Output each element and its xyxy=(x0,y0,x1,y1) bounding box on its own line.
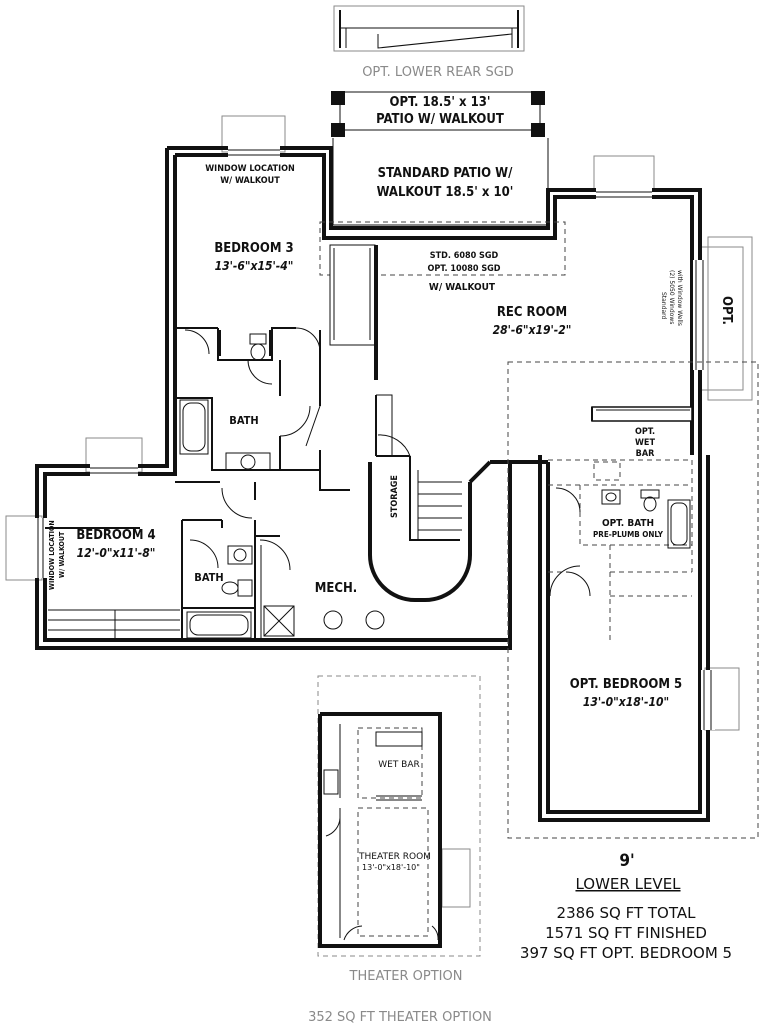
opt-patio-label-2: PATIO W/ WALKOUT xyxy=(376,112,504,127)
opt-bath-label-2: PRE-PLUMB ONLY xyxy=(593,530,664,539)
windows-note-line1: (2) 5050 Windows xyxy=(668,270,675,324)
sgd-label-3: W/ WALKOUT xyxy=(429,282,496,293)
sqft-total: 2386 SQ FT TOTAL xyxy=(557,904,697,922)
opt-wet-bar-label-1: OPT. xyxy=(635,427,655,437)
bedroom3-name: BEDROOM 3 xyxy=(214,241,293,256)
sgd-label-1: STD. 6080 SGD xyxy=(430,251,499,261)
opt-patio-label-1: OPT. 18.5' x 13' xyxy=(390,95,491,110)
opt-patio xyxy=(331,91,545,137)
theater-sqft-label: 352 SQ FT THEATER OPTION xyxy=(308,1010,492,1024)
theater-room-size: 13'-0"x18'-10" xyxy=(362,863,420,872)
opt-wet-bar-label-2: WET xyxy=(635,438,655,448)
bedroom3-size: 13'-6"x15'-4" xyxy=(215,259,294,273)
rec-room-size: 28'-6"x19'-2" xyxy=(493,323,572,337)
sqft-opt-bedroom: 397 SQ FT OPT. BEDROOM 5 xyxy=(520,944,732,962)
std-patio-label-2: WALKOUT 18.5' x 10' xyxy=(377,185,514,200)
window-location-b4-line2: W/ WALKOUT xyxy=(58,531,66,578)
standard-patio xyxy=(332,138,549,226)
opt-lower-rear-sgd-label: OPT. LOWER REAR SGD xyxy=(362,65,514,80)
interior-walls xyxy=(45,327,350,640)
theater-option-label: THEATER OPTION xyxy=(349,969,463,984)
theater-option-plan xyxy=(317,675,481,957)
window-location-b4-line1: WINDOW LOCATION xyxy=(48,520,56,590)
wet-bar-label: WET BAR xyxy=(378,760,420,770)
windows-note: (2) 5050 Windows Standard with Window We… xyxy=(660,270,683,326)
sgd-label-2: OPT. 10080 SGD xyxy=(427,264,500,274)
ceiling-height: 9' xyxy=(619,851,634,871)
window-location-label-2: W/ WALKOUT xyxy=(220,176,280,186)
rec-windows xyxy=(34,145,715,730)
opt-side-label: OPT. xyxy=(719,296,734,325)
sqft-finished: 1571 SQ FT FINISHED xyxy=(545,924,707,942)
rec-room-name: REC ROOM xyxy=(497,305,567,320)
window-location-b4: WINDOW LOCATION W/ WALKOUT xyxy=(48,520,66,590)
upper-bath-fixtures xyxy=(179,333,271,471)
opt-bedroom5-size: 13'-0"x18'-10" xyxy=(583,695,669,709)
opt-bath-area xyxy=(507,361,759,839)
opt-bath-label-1: OPT. BATH xyxy=(602,518,654,529)
bedroom4-size: 12'-0"x11'-8" xyxy=(77,546,156,560)
windows-note-line2: Standard xyxy=(660,292,667,319)
mech-fixtures xyxy=(260,545,385,640)
opt-bedroom5-name: OPT. BEDROOM 5 xyxy=(570,677,682,692)
opt-lower-rear-sgd xyxy=(333,5,525,52)
opt-wet-bar xyxy=(591,406,693,422)
window-wells xyxy=(5,115,753,908)
sgd-region xyxy=(319,221,566,380)
theater-room-name: THEATER ROOM xyxy=(358,852,431,862)
opt-wet-bar-label-3: BAR xyxy=(636,449,655,459)
bath-upper-label: BATH xyxy=(229,414,258,427)
lower-bath-fixtures xyxy=(186,545,253,639)
std-patio-label-1: STANDARD PATIO W/ xyxy=(378,166,513,181)
storage-label: STORAGE xyxy=(390,475,400,518)
windows-note-line3: with Window Wells xyxy=(676,270,683,326)
window-location-label-1: WINDOW LOCATION xyxy=(205,164,295,174)
mech-label: MECH. xyxy=(315,581,357,596)
bath-lower-label: BATH xyxy=(194,571,223,584)
stair-storage xyxy=(368,394,472,602)
level-name: LOWER LEVEL xyxy=(575,875,681,893)
bedroom4-name: BEDROOM 4 xyxy=(76,528,155,543)
